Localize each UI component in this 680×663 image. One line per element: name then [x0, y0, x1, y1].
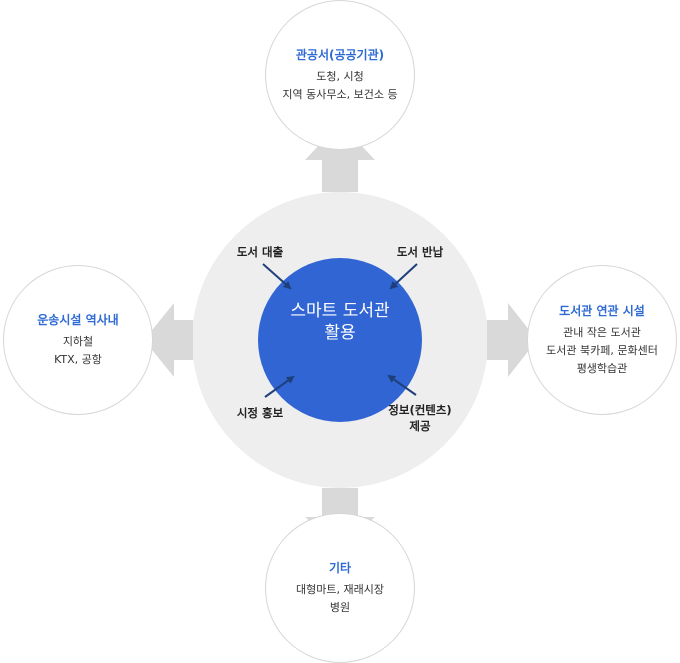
node-title: 도서관 연관 시설 — [559, 304, 645, 318]
node-line: 평생학습관 — [576, 362, 628, 375]
hub-title-line1: 스마트 도서관 — [290, 301, 390, 321]
node-title: 운송시설 역사내 — [37, 313, 119, 327]
pointer-promo — [264, 375, 295, 398]
label-info: 정보(컨텐츠) 제공 — [380, 402, 460, 434]
node-line: 지하철 — [62, 335, 94, 348]
node-line: 도서관 북카페, 문화센터 — [546, 344, 658, 357]
hub-circle — [258, 258, 422, 422]
pointer-loan — [262, 263, 292, 290]
hub-title: 스마트 도서관 활용 — [259, 300, 421, 344]
node-line: 도청, 시청 — [316, 70, 364, 83]
pointer-return — [389, 263, 418, 290]
node-transport: 운송시설 역사내 지하철 KTX, 공항 — [3, 265, 153, 415]
hub-title-line2: 활용 — [324, 323, 356, 343]
node-title: 기타 — [328, 561, 352, 575]
label-info-line1: 정보(컨텐츠) — [388, 403, 452, 417]
label-loan: 도서 대출 — [236, 245, 284, 259]
node-line: KTX, 공항 — [54, 353, 102, 366]
pointer-info — [387, 374, 417, 396]
node-line: 대형마트, 재래시장 — [296, 583, 384, 596]
node-line: 관내 작은 도서관 — [563, 326, 641, 339]
node-title: 관공서(공공기관) — [295, 48, 385, 62]
arrow-right — [487, 303, 537, 377]
label-promo: 시정 홍보 — [236, 406, 284, 420]
arrow-up — [305, 123, 375, 192]
arrow-left — [144, 303, 193, 377]
label-info-line2: 제공 — [409, 419, 431, 433]
node-public-offices: 관공서(공공기관) 도청, 시청 지역 동사무소, 보건소 등 — [265, 0, 415, 150]
node-others: 기타 대형마트, 재래시장 병원 — [265, 513, 415, 663]
node-library-facilities: 도서관 연관 시설 관내 작은 도서관 도서관 북카페, 문화센터 평생학습관 — [527, 265, 677, 415]
node-line: 병원 — [329, 601, 351, 614]
label-return: 도서 반납 — [396, 245, 444, 259]
node-line: 지역 동사무소, 보건소 등 — [282, 88, 398, 101]
